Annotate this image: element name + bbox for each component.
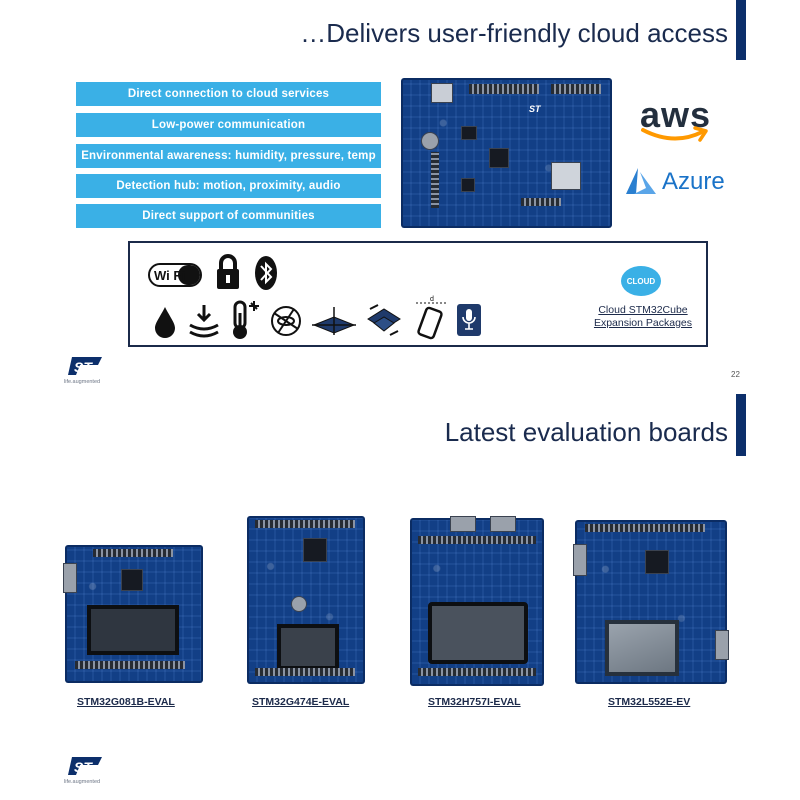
humidity-drop-icon	[155, 307, 175, 338]
aws-smile-icon	[641, 126, 708, 142]
slide-title: …Delivers user-friendly cloud access	[300, 18, 728, 48]
microphone-icon	[457, 304, 481, 336]
accelerometer-icon	[312, 307, 356, 335]
cloud-caption-line1: Cloud STM32Cube	[598, 304, 688, 316]
cloud-badge-text: CLOUD	[627, 277, 656, 286]
slide-cloud-access: …Delivers user-friendly cloud access Dir…	[64, 0, 746, 385]
page-number: 22	[731, 370, 740, 379]
temperature-icon	[233, 300, 259, 339]
board-image-stm32h757i	[410, 516, 544, 686]
board-image-stm32g081b	[63, 545, 203, 683]
slide-title: Latest evaluation boards	[444, 417, 728, 447]
pressure-icon	[189, 305, 219, 338]
cloud-caption-line2: Expansion Packages	[593, 317, 693, 329]
st-tagline: life.augmented	[64, 779, 101, 785]
st-board-logo: ST	[529, 104, 541, 114]
board-link-stm32h757i[interactable]: STM32H757I-EVAL	[428, 696, 521, 708]
azure-logo: Azure	[624, 168, 725, 196]
distance-label: d	[430, 296, 434, 303]
st-logo: ST	[68, 757, 102, 775]
feature-item: Low-power communication	[76, 113, 381, 137]
title-accent-bar	[736, 394, 746, 456]
azure-logo-text: Azure	[662, 168, 725, 195]
board-link-stm32g474e[interactable]: STM32G474E-EVAL	[252, 696, 350, 708]
board-link-stm32l552e[interactable]: STM32L552E-EV	[608, 696, 691, 708]
gyroscope-icon	[367, 304, 401, 336]
feature-item: Environmental awareness: humidity, press…	[76, 144, 381, 168]
svg-text:ST: ST	[74, 759, 93, 775]
title-accent-bar	[736, 0, 746, 60]
wifi-label: Wi Fi	[154, 268, 185, 283]
feature-item: Detection hub: motion, proximity, audio	[76, 174, 381, 198]
proximity-icon: d	[416, 296, 448, 340]
wifi-icon: Wi Fi	[148, 263, 202, 287]
board-image-stm32l552e	[573, 520, 729, 684]
cloud-expansion-caption[interactable]: Cloud STM32Cube Expansion Packages	[588, 304, 698, 330]
slide-evaluation-boards: Latest evaluation boards STM32G081B-EVAL…	[0, 394, 800, 800]
cloud-icon: CLOUD	[621, 266, 661, 296]
board-link-stm32g081b[interactable]: STM32G081B-EVAL	[77, 696, 175, 708]
sensor-icon-panel: Wi Fi	[128, 241, 708, 347]
motion-sensor-icon	[271, 306, 301, 336]
board-image-stm32g474e	[247, 516, 365, 684]
iot-node-board-image: ST	[401, 78, 612, 228]
st-logo: ST	[68, 357, 102, 375]
bluetooth-icon	[255, 256, 277, 290]
lock-icon	[217, 254, 239, 289]
azure-mark-icon	[626, 168, 656, 194]
st-tagline: life.augmented	[64, 379, 101, 385]
svg-text:ST: ST	[74, 359, 93, 375]
feature-item: Direct support of communities	[76, 204, 381, 228]
feature-item: Direct connection to cloud services	[76, 82, 381, 106]
